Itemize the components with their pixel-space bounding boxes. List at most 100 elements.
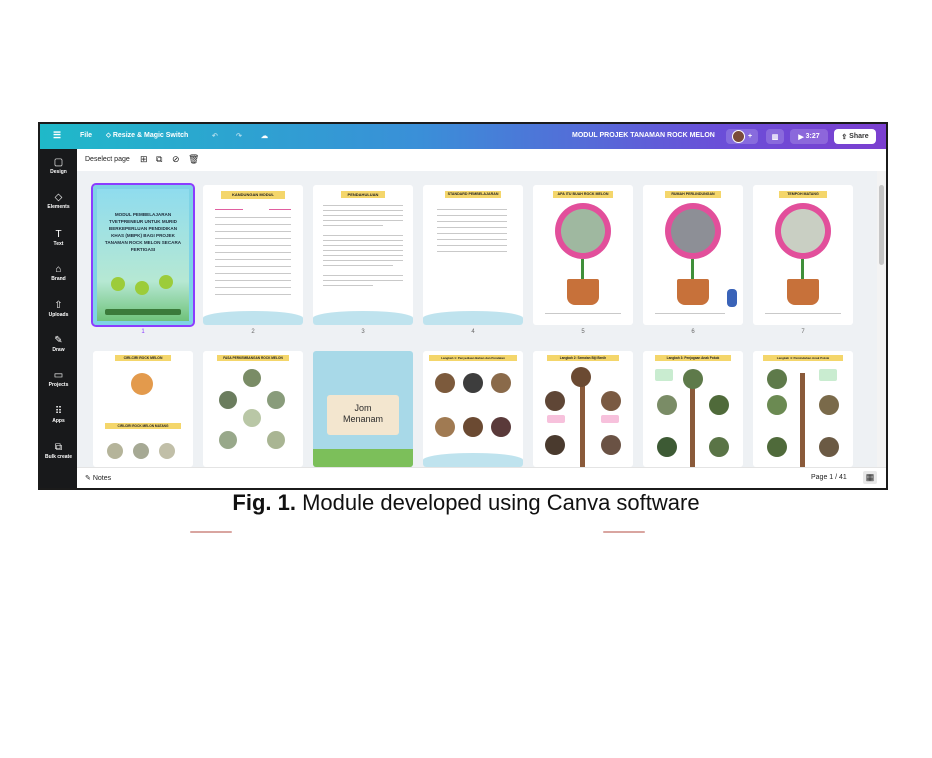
page-number: 7 (801, 329, 805, 335)
page-thumbnail-4[interactable]: STANDARD PEMBELAJARAN (423, 185, 523, 325)
cover-title: MODUL PEMBELAJARAN TVETPRENEUR UNTUK MUR… (104, 212, 182, 252)
notes-icon: ✎ (85, 475, 91, 482)
sidebar-item-brand[interactable]: ⌂Brand (40, 264, 77, 282)
bottom-bar: ✎ Notes Page 1 / 41 ▦ ⤢ ? (77, 467, 888, 488)
resize-icon: ⬦ (106, 132, 113, 139)
page-number: 3 (361, 329, 365, 335)
flower-photo-frame (665, 203, 721, 259)
page-thumbnail-1[interactable]: MODUL PEMBELAJARAN TVETPRENEUR UNTUK MUR… (91, 183, 195, 327)
vertical-scrollbar[interactable] (877, 171, 886, 467)
page-thumbnail-6[interactable]: RUMAH PERLINDUNGAN (643, 185, 743, 325)
document-title[interactable]: MODUL PROJEK TANAMAN ROCK MELON (572, 132, 715, 139)
sidebar-item-uploads[interactable]: ⇧Uploads (40, 300, 77, 318)
present-button[interactable]: ▶ 3:27 (790, 129, 828, 144)
page-number: 6 (691, 329, 695, 335)
student-illustration (727, 289, 737, 307)
duplicate-page-icon[interactable]: ⧉ (156, 154, 163, 164)
page-thumbnail-14[interactable]: Langkah 4: Pemindahan Anak Pokok (753, 351, 853, 467)
page-thumbnail-5[interactable]: APA ITU BUAH ROCK MELON (533, 185, 633, 325)
undo-icon[interactable]: ↶ (212, 133, 218, 140)
page-toolbar: Deselect page ⊞ ⧉ ⊘ 🗑 (77, 149, 886, 172)
page-subtitle: CIRI-CIRI ROCK MELON MATANG (105, 423, 181, 429)
page-grid: MODUL PEMBELAJARAN TVETPRENEUR UNTUK MUR… (77, 171, 877, 467)
resize-menu[interactable]: ⬦ Resize & Magic Switch (106, 132, 189, 139)
insights-button[interactable]: ▥ (766, 129, 784, 144)
collaborators[interactable]: + (726, 129, 758, 144)
draw-icon: ✎ (54, 335, 63, 346)
page-number: 2 (251, 329, 255, 335)
hide-page-icon[interactable]: ⊘ (172, 154, 180, 164)
page-title: Langkah 3: Penjagaan Anak Pokok (655, 355, 731, 361)
page-title: FASA PERKEMBANGAN ROCK MELON (217, 355, 289, 361)
elements-icon: ◇ (54, 192, 63, 203)
figure-label: Fig. 1. (232, 490, 296, 515)
melon-character-icon (111, 277, 125, 291)
page-thumbnail-2[interactable]: KANDUNGAN MODUL (203, 185, 303, 325)
flower-pot-icon (677, 279, 709, 305)
projects-icon: ▭ (53, 370, 64, 381)
cloud-save-icon[interactable]: ☁ (261, 133, 268, 140)
page-title: Langkah 2: Semaian Biji Benih (547, 355, 619, 361)
hamburger-menu-icon[interactable]: ☰ (53, 130, 62, 140)
sidebar-item-projects[interactable]: ▭Projects (40, 370, 77, 388)
page-thumbnail-7[interactable]: TEMPOH MATANG (753, 185, 853, 325)
redo-icon[interactable]: ↷ (236, 133, 242, 140)
page-title: KANDUNGAN MODUL (221, 191, 285, 199)
text-icon: T (55, 229, 62, 240)
decorative-line (190, 531, 232, 533)
present-time: 3:27 (805, 133, 820, 140)
flower-photo-frame (555, 203, 611, 259)
page-thumbnail-11[interactable]: Langkah 1: Penyediaan Bahan dan Peralata… (423, 351, 523, 467)
decorative-line (603, 531, 645, 533)
page-thumbnail-10[interactable]: Jom Menanam (313, 351, 413, 467)
figure-text: Module developed using Canva software (302, 490, 700, 515)
flower-photo-frame (775, 203, 831, 259)
melon-character-icon (159, 275, 173, 289)
flower-pot-icon (787, 279, 819, 305)
melon-illustration (131, 373, 153, 395)
bar-chart-icon: ▥ (771, 133, 779, 141)
page-thumbnail-13[interactable]: Langkah 3: Penjagaan Anak Pokok (643, 351, 743, 467)
avatar (731, 130, 745, 143)
grid-view-icon[interactable]: ▦ (863, 471, 877, 484)
sidebar-item-design[interactable]: ▢Design (40, 157, 77, 175)
delete-page-icon[interactable]: 🗑 (188, 154, 200, 164)
page-title: RUMAH PERLINDUNGAN (665, 191, 721, 198)
page-number: 4 (471, 329, 475, 335)
page-thumbnail-8[interactable]: CIRI-CIRI ROCK MELON CIRI-CIRI ROCK MELO… (93, 351, 193, 467)
page-title: APA ITU BUAH ROCK MELON (553, 191, 613, 198)
brand-icon: ⌂ (55, 264, 62, 275)
page-indicator[interactable]: Page 1 / 41 (811, 474, 847, 481)
scrollbar-thumb[interactable] (879, 185, 884, 265)
share-icon: ⇪ (841, 133, 848, 141)
page-number: 1 (141, 329, 145, 335)
page-thumbnail-9[interactable]: FASA PERKEMBANGAN ROCK MELON (203, 351, 303, 467)
figure-caption: Fig. 1. Module developed using Canva sof… (0, 490, 932, 516)
sidebar-item-bulk-create[interactable]: ⧉Bulk create (40, 442, 77, 460)
page-title: PENDAHULUAN (341, 191, 385, 198)
page-thumbnail-12[interactable]: Langkah 2: Semaian Biji Benih (533, 351, 633, 467)
add-page-icon[interactable]: ⊞ (140, 154, 148, 164)
top-bar: ☰ File ⬦ Resize & Magic Switch ↶ ↷ ☁ MOD… (40, 124, 886, 149)
page-title: Langkah 4: Pemindahan Anak Pokok (763, 355, 843, 361)
apps-icon: ⠿ (54, 406, 63, 417)
page-title: TEMPOH MATANG (779, 191, 827, 198)
deselect-page-button[interactable]: Deselect page (85, 156, 130, 163)
fullscreen-icon[interactable]: ⤢ (887, 472, 888, 483)
share-button[interactable]: ⇪ Share (834, 129, 876, 144)
flower-pot-icon (567, 279, 599, 305)
canva-editor-window: ☰ File ⬦ Resize & Magic Switch ↶ ↷ ☁ MOD… (38, 122, 888, 490)
file-menu[interactable]: File (80, 132, 93, 139)
sidebar-item-draw[interactable]: ✎Draw (40, 335, 77, 353)
page-thumbnail-3[interactable]: PENDAHULUAN (313, 185, 413, 325)
page-number: 5 (581, 329, 585, 335)
play-icon: ▶ (798, 133, 804, 141)
notes-button[interactable]: ✎ Notes (85, 475, 112, 482)
page-title: Jom Menanam (342, 403, 384, 424)
sidebar-item-elements[interactable]: ◇Elements (40, 192, 77, 210)
bulk-create-icon: ⧉ (54, 442, 63, 453)
page-title: Langkah 1: Penyediaan Bahan dan Peralata… (429, 355, 517, 361)
melon-character-icon (135, 281, 149, 295)
sidebar-item-apps[interactable]: ⠿Apps (40, 406, 77, 424)
